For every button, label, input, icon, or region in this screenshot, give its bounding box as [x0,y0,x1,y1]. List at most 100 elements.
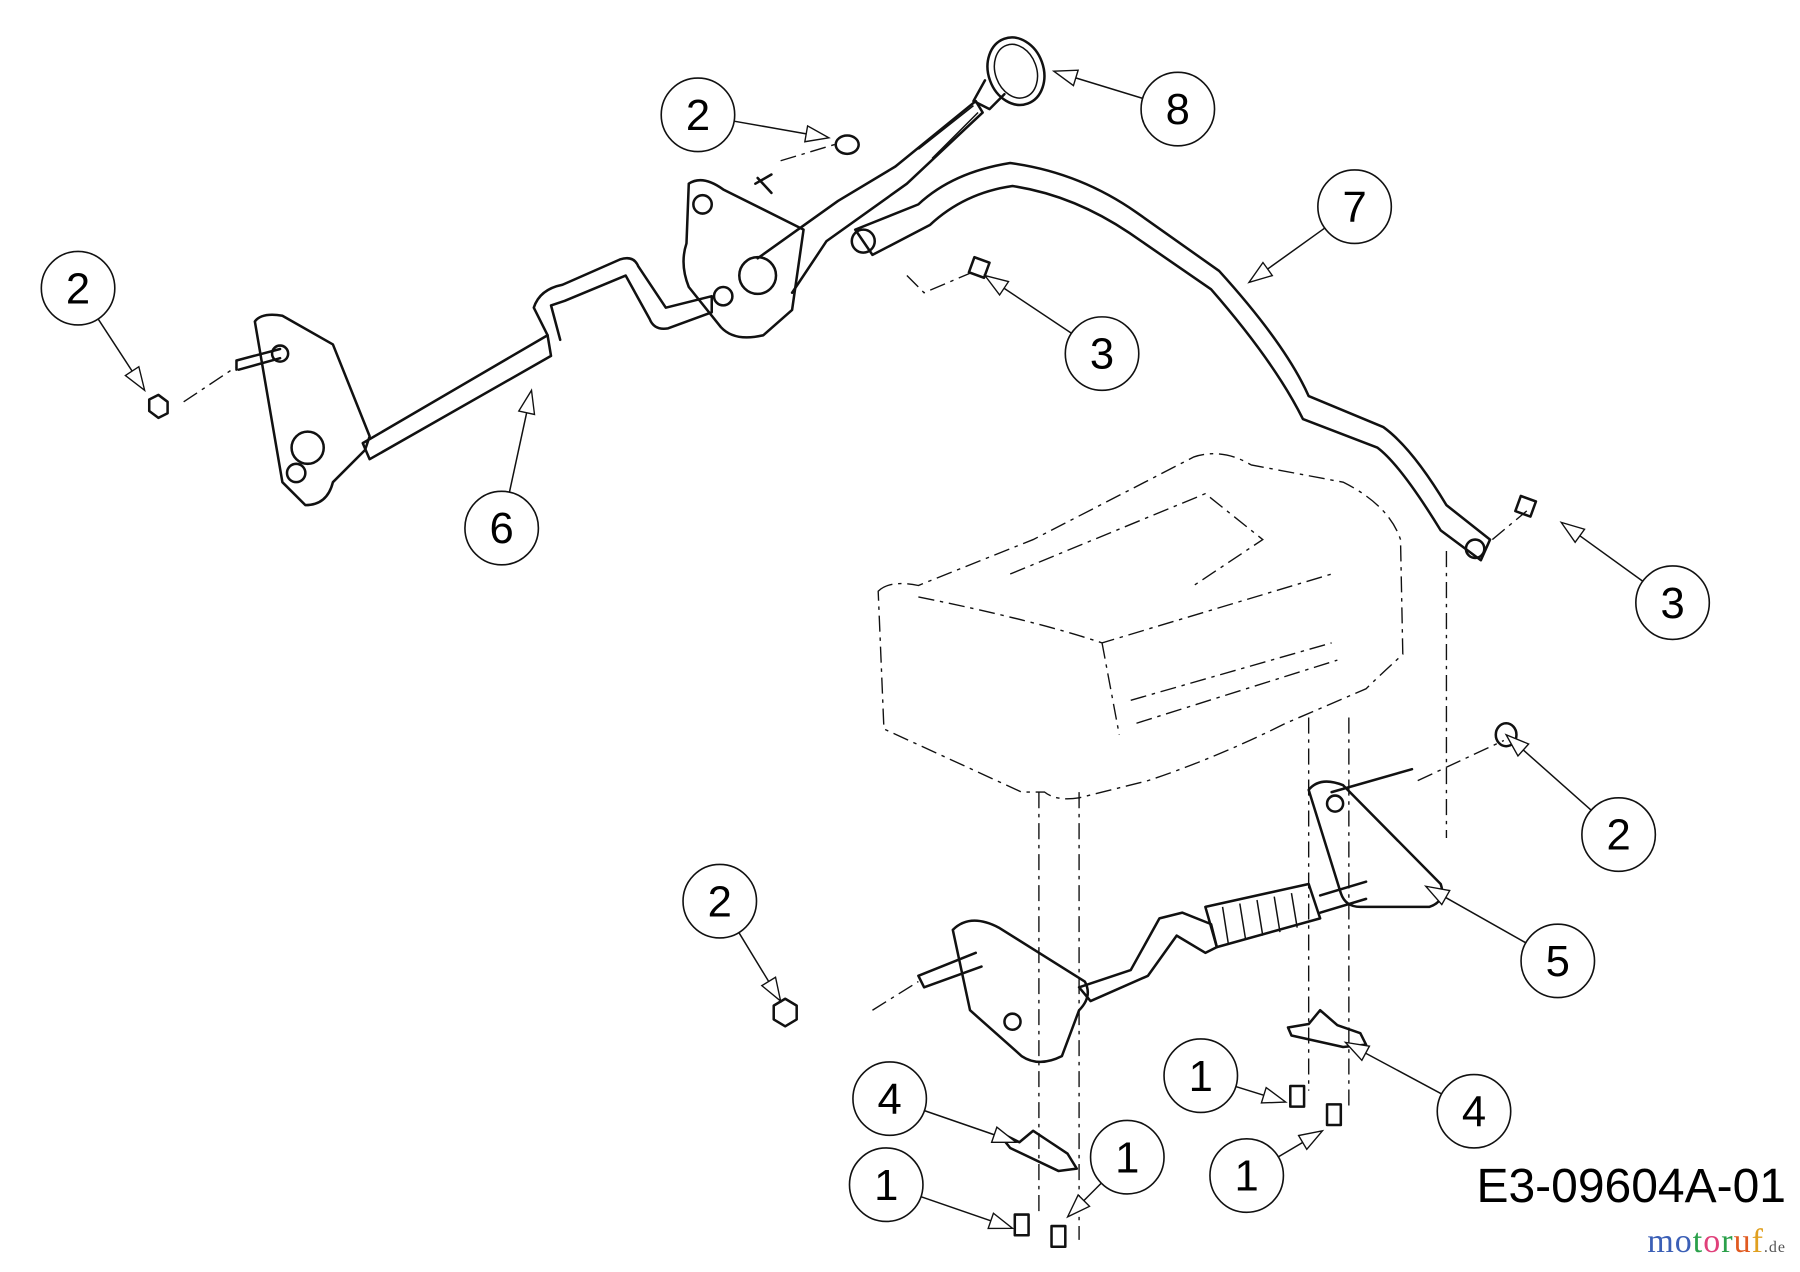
callout-1: 1 [1066,1119,1165,1219]
screw [1325,1103,1343,1127]
callout-circle [1064,316,1140,392]
callout-number: 2 [1606,812,1630,860]
leader-line [97,318,134,374]
arrowhead-icon [124,365,146,393]
adjustment-knob [972,36,1046,111]
callout-number: 8 [1166,86,1190,134]
bolt [1514,494,1538,518]
callout-circle [852,1061,928,1137]
screw [1050,1224,1067,1248]
callout-2: 2 [682,863,782,1003]
arrowhead-icon [983,274,1010,297]
nut [772,997,798,1028]
callout-circle [1635,565,1711,641]
callout-number: 3 [1090,331,1114,379]
callout-1: 1 [1209,1129,1325,1214]
leader-line [1521,747,1592,811]
callout-8: 8 [1051,69,1216,147]
callout-circle [1140,71,1216,147]
callout-circle [1089,1119,1165,1195]
callout-circle [1436,1073,1512,1149]
callout-number: 2 [708,878,732,926]
callout-number: 5 [1546,938,1570,986]
leader-line [734,120,809,135]
watermark-logo: motoruf.de [1647,1223,1786,1260]
arrowhead-icon [1559,521,1586,544]
arrowhead-icon [987,1212,1015,1230]
callout-2: 2 [1504,733,1657,873]
arrowhead-icon [1423,885,1451,906]
drawing-number: E3-09604A-01 [1476,1160,1786,1213]
callout-number: 2 [66,265,90,313]
leader-line [1081,1182,1102,1203]
leader-line [508,410,528,493]
arrowhead-icon [1297,1129,1325,1151]
leader-line [1577,533,1644,582]
callout-number: 4 [878,1076,902,1124]
callout-number: 3 [1660,580,1684,628]
mower-deck-cover [877,453,1404,800]
leader-line [1001,286,1072,334]
leader-line [924,1109,997,1137]
callout-circle [660,77,736,153]
arrowhead-icon [760,976,782,1003]
arrowhead-icon [1066,1193,1091,1219]
clip [1286,1008,1368,1049]
bolt [967,255,991,280]
adjustment-lever-bracket [682,99,984,339]
rear-axle-assembly [917,767,1444,1064]
leader-line [1235,1085,1267,1097]
callout-circle [1581,797,1657,873]
callout-number: 7 [1342,184,1366,232]
callout-layer: 2 8 7 2 3 6 3 2 2 5 4 1 4 1 1 1 [40,69,1711,1230]
callout-number: 4 [1462,1088,1486,1136]
leader-line [1265,227,1326,271]
arrowhead-icon [1343,1041,1371,1062]
callout-circle [1163,1038,1239,1114]
callout-number: 2 [686,92,710,140]
callout-5: 5 [1423,885,1596,999]
arrowhead-icon [517,388,536,416]
height-adjust-rod-left [235,256,713,507]
clip [995,1129,1079,1173]
screw [1289,1084,1306,1108]
leader-line [738,932,771,984]
screw [1013,1213,1030,1237]
callout-circle [40,250,116,326]
callout-number: 1 [1189,1053,1213,1101]
leader-line [1363,1051,1442,1095]
callout-4: 4 [852,1061,1018,1144]
nut [834,134,860,156]
leader-line [1277,1140,1306,1158]
callout-2: 2 [660,77,831,153]
arrowhead-icon [1051,69,1080,87]
callout-number: 1 [1115,1134,1139,1182]
leader-line [920,1196,994,1223]
handle-bar [850,161,1492,562]
callout-3: 3 [1559,521,1711,641]
callout-3: 3 [983,274,1140,392]
callout-circle [682,863,758,939]
callout-7: 7 [1247,169,1393,284]
callout-circle [848,1147,924,1223]
leader-line [1073,76,1143,100]
callout-1: 1 [1163,1038,1288,1114]
callout-circle [1520,923,1596,999]
arrowhead-icon [1260,1086,1288,1104]
assembly-centerlines [183,142,1528,1240]
callout-number: 6 [490,505,514,553]
nut [1494,721,1518,748]
callout-6: 6 [464,388,540,566]
callout-2: 2 [40,250,146,393]
arrowhead-icon [803,124,831,143]
callout-number: 1 [874,1162,898,1210]
arrowhead-icon [1504,733,1530,758]
leader-line [1443,895,1527,944]
callout-circle [1317,169,1393,245]
nut [147,393,169,420]
arrowhead-icon [1247,261,1274,284]
callout-4: 4 [1343,1041,1512,1149]
callout-circle [1209,1138,1285,1214]
